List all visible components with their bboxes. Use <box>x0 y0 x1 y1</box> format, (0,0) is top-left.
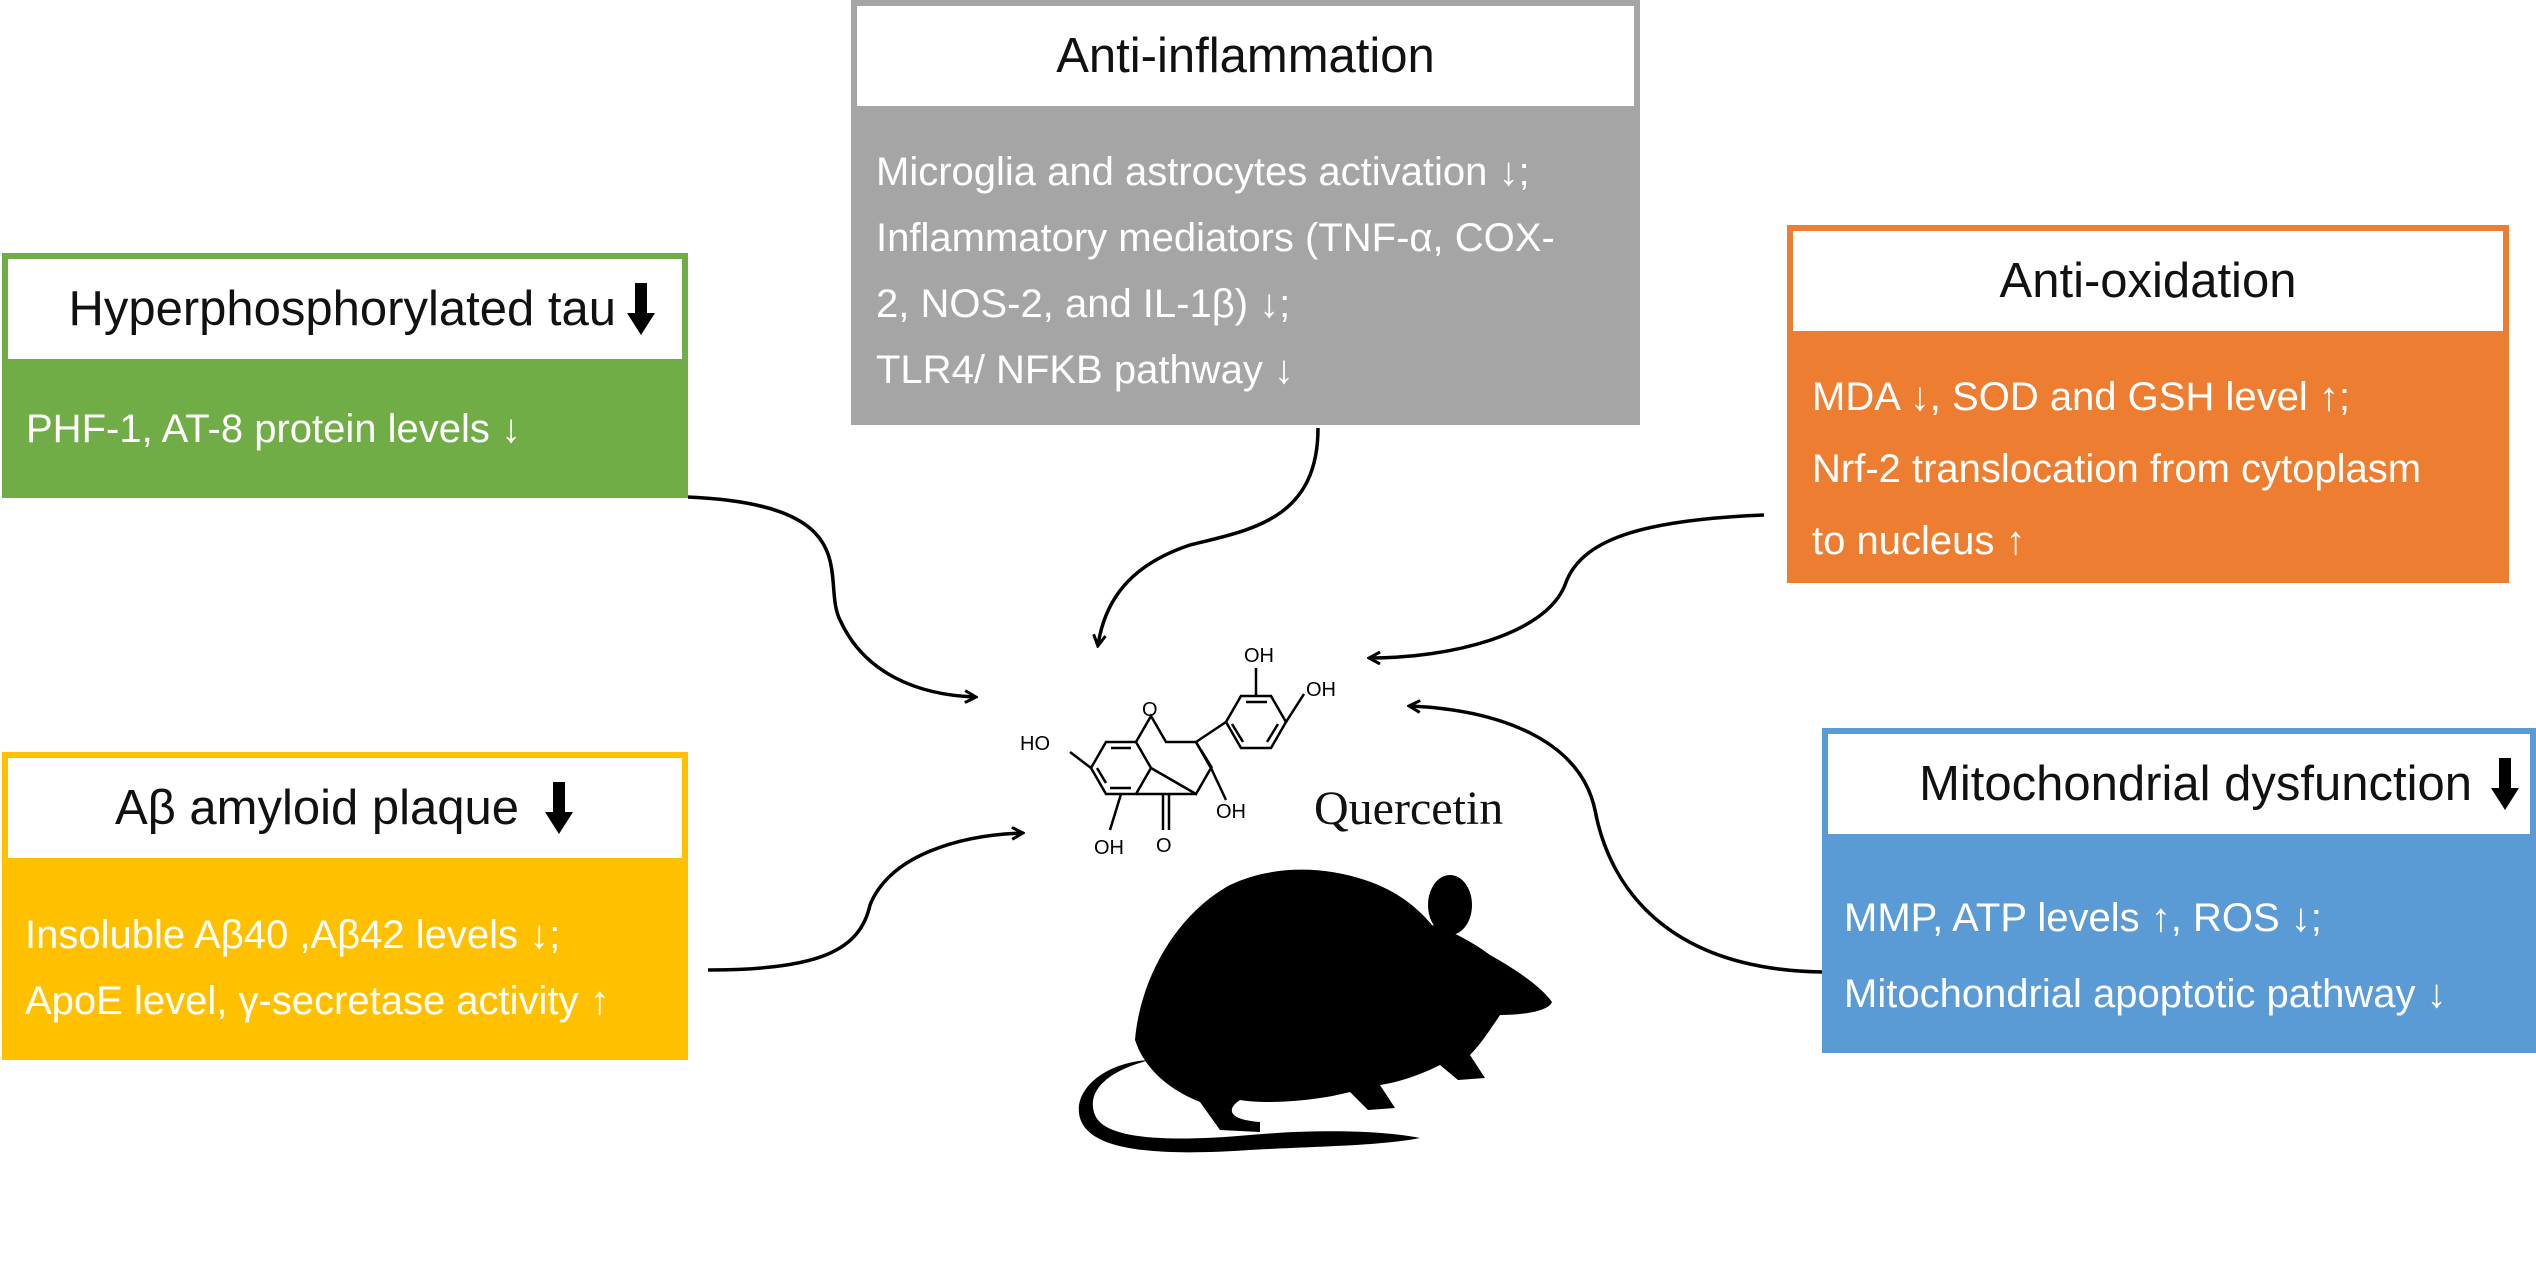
tau-header: Hyperphosphorylated tau <box>8 259 682 359</box>
amyloid-content: Insoluble Aβ40 ,Aβ42 levels ↓; ApoE leve… <box>25 902 610 1034</box>
amyloid-line: ApoE level, γ-secretase activity ↑ <box>25 979 610 1023</box>
oxidation-line: to nucleus ↑ <box>1812 519 2026 563</box>
arrow-oxidation-to-quercetin <box>1370 513 1765 658</box>
mito-header: Mitochondrial dysfunction <box>1828 734 2530 834</box>
inflammation-title: Anti-inflammation <box>1056 29 1435 83</box>
inflammation-line: Microglia and astrocytes activation ↓; <box>876 150 1530 194</box>
oxidation-title: Anti-oxidation <box>1999 254 2297 308</box>
arrow-inflammation-to-quercetin <box>1098 427 1320 645</box>
mito-line: MMP, ATP levels ↑, ROS ↓; <box>1844 896 2322 940</box>
inflammation-line: 2, NOS-2, and IL-1β) ↓; <box>876 282 1291 326</box>
amyloid-title: Aβ amyloid plaque <box>114 781 520 835</box>
tau-line: PHF-1, AT-8 protein levels ↓ <box>26 407 521 451</box>
bold-down-arrow-icon <box>627 283 655 335</box>
amyloid-line: Insoluble Aβ40 ,Aβ42 levels ↓; <box>25 913 561 957</box>
inflammation-line: TLR4/ NFKB pathway ↓ <box>876 348 1294 392</box>
oxidation-line: MDA ↓, SOD and GSH level ↑; <box>1812 375 2350 419</box>
bold-down-arrow-icon <box>545 782 574 834</box>
inflammation-box: Anti-inflammation Microglia and astrocyt… <box>851 0 1640 425</box>
inflammation-content: Microglia and astrocytes activation ↓; I… <box>876 139 1555 403</box>
arrow-amyloid-to-quercetin <box>707 833 1022 972</box>
bold-down-arrow-icon <box>2491 758 2519 810</box>
arrow-tau-to-quercetin <box>687 495 975 697</box>
mito-content: MMP, ATP levels ↑, ROS ↓; Mitochondrial … <box>1844 880 2447 1032</box>
mito-title: Mitochondrial dysfunction <box>1919 757 2472 811</box>
arrow-mito-to-quercetin <box>1410 706 1824 974</box>
tau-title: Hyperphosphorylated tau <box>68 282 616 336</box>
amyloid-box: Aβ amyloid plaque Insoluble Aβ40 ,Aβ42 l… <box>2 752 688 1060</box>
tau-box: Hyperphosphorylated tau PHF-1, AT-8 prot… <box>2 253 688 498</box>
oxidation-box: Anti-oxidation MDA ↓, SOD and GSH level … <box>1787 225 2509 583</box>
oxidation-content: MDA ↓, SOD and GSH level ↑; Nrf-2 transl… <box>1812 361 2421 577</box>
inflammation-line: Inflammatory mediators (TNF-α, COX- <box>876 216 1555 260</box>
quercetin-label: Quercetin <box>1314 782 1504 835</box>
inflammation-header: Anti-inflammation <box>857 6 1634 106</box>
amyloid-header: Aβ amyloid plaque <box>8 758 682 858</box>
oxidation-line: Nrf-2 translocation from cytoplasm <box>1812 447 2422 491</box>
mito-box: Mitochondrial dysfunction MMP, ATP level… <box>1822 728 2536 1053</box>
mito-line: Mitochondrial apoptotic pathway ↓ <box>1844 972 2447 1016</box>
oxidation-header: Anti-oxidation <box>1793 231 2503 331</box>
tau-content: PHF-1, AT-8 protein levels ↓ <box>26 396 521 462</box>
